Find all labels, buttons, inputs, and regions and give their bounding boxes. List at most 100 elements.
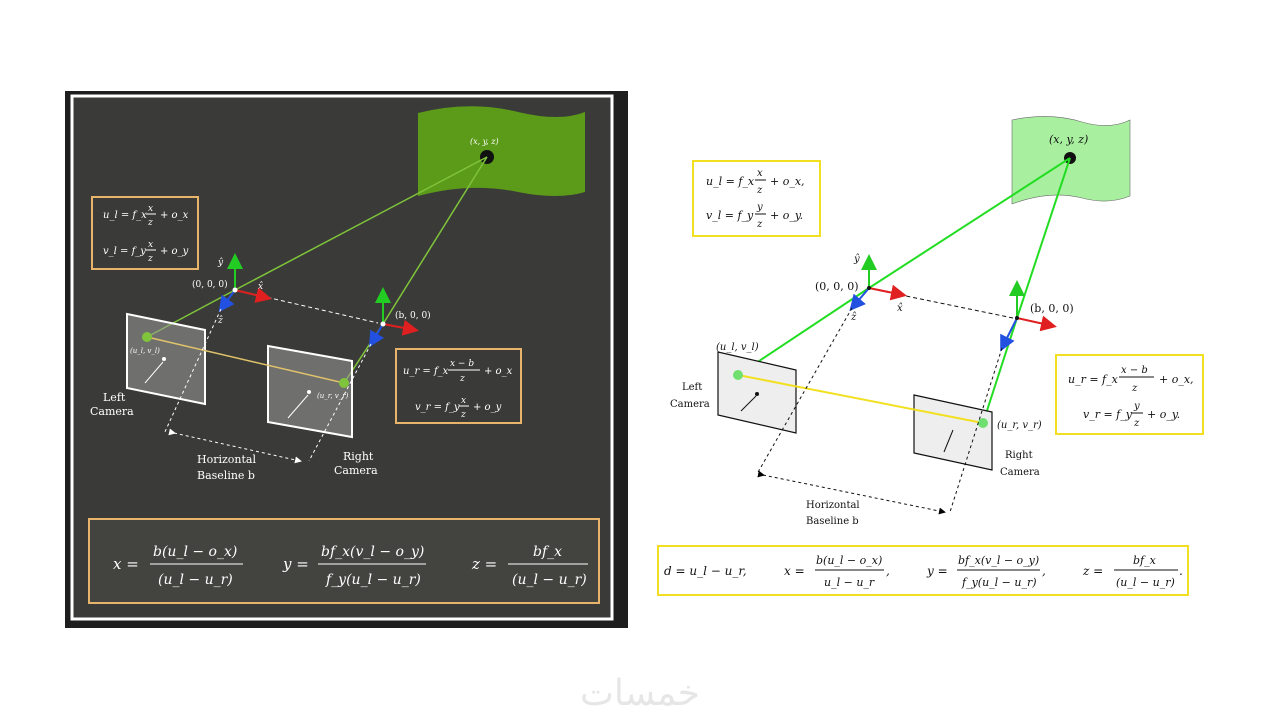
sol-z-lhs: z = (471, 555, 497, 573)
right-camera-label: Right Camera (334, 450, 378, 477)
ray-left-camera (868, 157, 1071, 289)
target-point-label: (x, y, z) (1049, 133, 1088, 146)
eq-vr-num: y (1133, 401, 1140, 412)
eq-vl-den: z (756, 219, 763, 230)
eq-ul-rhs: + o_x, (770, 175, 805, 188)
sol-y-lhs: y = (926, 564, 948, 578)
y-axis-label: ŷ (217, 257, 224, 268)
sol-y-lhs: y = (282, 555, 309, 573)
eq-ur-den: z (459, 374, 465, 384)
sol-x-end: , (886, 564, 890, 578)
sol-y-den: f_y(u_l − u_r) (325, 572, 421, 588)
left-camera-label: Left Camera (90, 391, 134, 418)
sol-y-end: , (1042, 564, 1046, 578)
solution-equation-box: x = b(u_l − o_x) (u_l − u_r) y = bf_x(v_… (88, 518, 600, 604)
right-image-point (978, 418, 988, 428)
x-axis-label: x̂ (258, 281, 263, 292)
left-camera-label: Left Camera (670, 382, 710, 410)
ray-right-camera (382, 156, 488, 325)
eq-vr-den: z (460, 410, 466, 420)
eq-ul-lhs: u_l = f_x (103, 210, 147, 221)
eq-vr-lhs: v_r = f_y (415, 402, 460, 413)
origin-label: (0, 0, 0) (192, 279, 228, 290)
origin-label: (0, 0, 0) (815, 280, 859, 293)
eq-vl-den: z (147, 254, 153, 264)
left-image-point-label: (u_l, v_l) (716, 342, 759, 353)
eq-ur-lhs: u_r = f_x (403, 366, 449, 377)
sol-y-num: bf_x(v_l − o_y) (321, 544, 424, 560)
left-image-point (142, 332, 152, 342)
x-axis-label: x̂ (897, 303, 903, 314)
z-axis-label: ẑ (850, 312, 857, 323)
eq-ul-num: x (757, 168, 763, 179)
eq-vl-lhs: v_l = f_y (706, 209, 754, 222)
sol-z-end: . (1179, 564, 1183, 578)
eq-ul-den: z (756, 185, 763, 196)
eq-vr-rhs: + o_y (473, 402, 502, 413)
ray-right-camera (1016, 157, 1071, 319)
dark-panel: (x, y, z) u_l = f_x x z + o_x v_l = f_y … (65, 91, 628, 628)
right-camera-equation-box: u_r = f_x x − b z + o_x v_r = f_y x z + … (395, 348, 522, 424)
eq-vl-lhs: v_l = f_y (103, 246, 146, 257)
eq-vr-den: z (1133, 418, 1140, 429)
right-origin-label: (b, 0, 0) (395, 310, 431, 321)
eq-ur-num: x − b (1121, 365, 1148, 376)
sol-z-den: (u_l − u_r) (512, 572, 587, 588)
left-camera-equation-box: u_l = f_x x z + o_x, v_l = f_y y z + o_y… (692, 160, 821, 237)
right-origin-label: (b, 0, 0) (1030, 302, 1074, 315)
sol-z-den: (u_l − u_r) (1116, 576, 1175, 589)
sol-x-lhs: x = (113, 555, 139, 573)
sol-z-lhs: z = (1082, 564, 1103, 578)
sol-x-lhs: x = (784, 564, 805, 578)
left-camera-axes: ŷ x̂ ẑ (0, 0, 0) (192, 253, 272, 326)
eq-vl-rhs: + o_y. (770, 209, 803, 222)
right-image-plane (913, 394, 993, 471)
y-axis-label: ŷ (853, 254, 860, 265)
left-image-point-label: (u_l, v_l) (130, 347, 160, 355)
z-axis-label: ẑ (217, 315, 223, 326)
target-surface (418, 106, 585, 196)
sol-z-num: bf_x (1133, 554, 1157, 567)
left-camera-axes: ŷ x̂ ẑ (0, 0, 0) (815, 254, 907, 323)
left-image-point (733, 370, 743, 380)
right-camera-equation-box: u_r = f_x x − b z + o_x, v_r = f_y y z +… (1055, 354, 1204, 435)
right-image-point-label: (u_r, v_r) (997, 420, 1042, 431)
eq-vl-num: y (756, 202, 763, 213)
left-camera-equation-box: u_l = f_x x z + o_x v_l = f_y x z + o_y (91, 196, 199, 270)
right-camera-label: Right Camera (1000, 450, 1040, 478)
light-panel: (x, y, z) u_l = f_x x z + o_x, v_l = f_y… (657, 116, 1204, 596)
solution-equation-box: d = u_l − u_r, x = b(u_l − o_x) u_l − u_… (657, 545, 1189, 596)
eq-ul-rhs: + o_x (160, 210, 189, 221)
right-image-point-label: (u_r, v_r) (317, 392, 349, 400)
eq-vr-lhs: v_r = f_y (1083, 408, 1133, 421)
eq-vr-rhs: + o_y. (1147, 408, 1180, 421)
target-point-label: (x, y, z) (470, 137, 499, 146)
baseline-label: Horizontal Baseline b (197, 453, 260, 482)
eq-ul-num: x (148, 204, 153, 214)
sol-d: d = u_l − u_r, (664, 564, 747, 578)
sol-x-den: u_l − u_r (824, 576, 875, 589)
sol-x-num: b(u_l − o_x) (153, 544, 237, 560)
sol-x-den: (u_l − u_r) (158, 572, 233, 588)
eq-vl-num: x (148, 240, 153, 250)
eq-ul-lhs: u_l = f_x (706, 175, 755, 188)
right-camera-axes: (b, 0, 0) (368, 287, 431, 348)
eq-ul-den: z (147, 218, 153, 228)
eq-ur-den: z (1131, 383, 1138, 394)
right-camera-axes: (b, 0, 0) (1000, 280, 1074, 352)
eq-ur-rhs: + o_x, (1159, 373, 1194, 386)
sol-y-num: bf_x(v_l − o_y) (958, 554, 1039, 567)
eq-vl-rhs: + o_y (160, 246, 189, 257)
baseline-label: Horizontal Baseline b (806, 500, 863, 527)
ray-left-camera (234, 156, 488, 291)
sol-x-num: b(u_l − o_x) (816, 554, 882, 567)
eq-ur-lhs: u_r = f_x (1068, 373, 1119, 386)
watermark-logo: خمسات (580, 673, 700, 714)
eq-ur-num: x − b (450, 359, 474, 369)
sol-y-den: f_y(u_l − u_r) (961, 576, 1037, 589)
eq-ur-rhs: + o_x (484, 366, 513, 377)
sol-z-num: bf_x (533, 544, 562, 560)
eq-vr-num: x (461, 396, 466, 406)
right-image-point (339, 378, 349, 388)
